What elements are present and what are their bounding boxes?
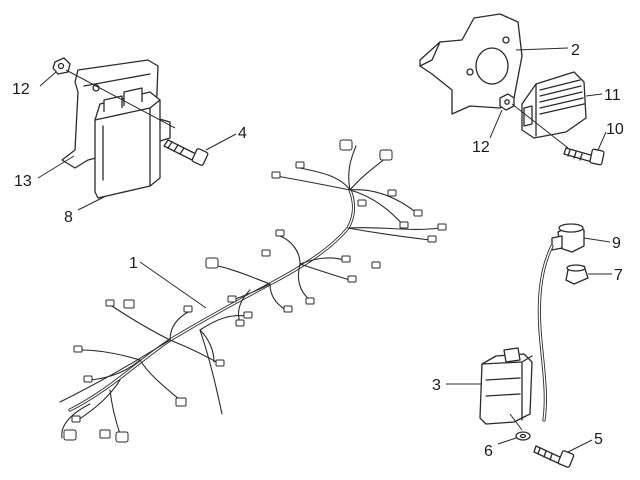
screw-part-5: [533, 445, 575, 468]
leader-11: [585, 93, 603, 97]
callout-4: 4: [238, 125, 247, 142]
leader-12a-screw: [65, 69, 176, 129]
callout-3: 3: [432, 377, 441, 394]
callout-5: 5: [594, 431, 603, 448]
callout-7: 7: [614, 267, 623, 284]
leader-2: [515, 47, 569, 51]
callout-12a: 12: [12, 81, 30, 98]
leader-8: [77, 195, 107, 211]
coil-module-part: [94, 87, 161, 199]
rubber-cap-part: [565, 264, 589, 285]
screw-part-4: [163, 139, 209, 166]
callout-1: 1: [129, 255, 138, 272]
leader-12b: [489, 109, 503, 139]
callout-2: 2: [571, 42, 580, 59]
callout-10: 10: [606, 121, 624, 138]
leader-12a: [39, 71, 57, 87]
leader-1: [139, 261, 207, 309]
leader-10: [597, 131, 607, 151]
leader-6: [497, 437, 517, 445]
plug-cap-part: [551, 223, 585, 253]
callout-6: 6: [484, 443, 493, 460]
voltage-regulator-part: [521, 71, 587, 139]
leader-5: [567, 439, 593, 453]
callout-13: 13: [14, 173, 32, 190]
callout-11: 11: [604, 87, 621, 104]
leader-12b-screw: [511, 103, 569, 149]
leader-4: [205, 133, 237, 151]
ignition-coil-part: [479, 347, 533, 425]
leader-13: [37, 155, 75, 179]
wiring-harness-part: [59, 139, 447, 443]
nut-part-12a: [52, 57, 71, 75]
callout-8: 8: [64, 209, 73, 226]
washer-part: [515, 431, 531, 441]
regulator-bracket-part: [419, 13, 523, 115]
callout-12b: 12: [472, 139, 490, 156]
leader-9: [583, 237, 611, 243]
leader-coil-washer: [509, 413, 523, 431]
screw-part-10: [563, 147, 605, 166]
nut-part-12b: [499, 93, 515, 111]
callout-9: 9: [612, 235, 621, 252]
